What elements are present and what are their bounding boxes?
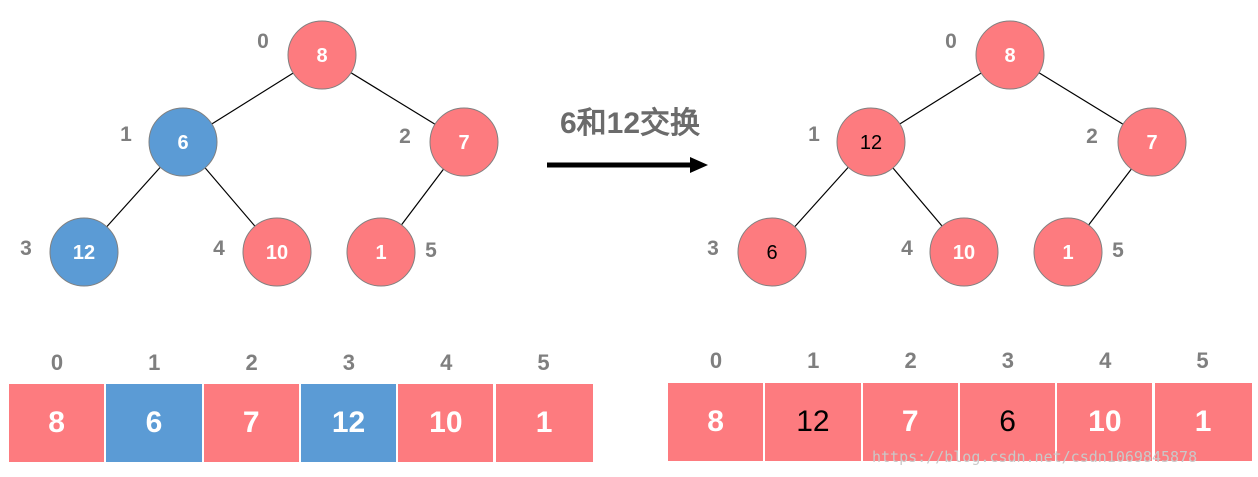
swap-caption: 6和12交换 <box>559 107 701 140</box>
tree-node-index: 0 <box>257 30 269 53</box>
before-array-index: 5 <box>537 350 550 375</box>
before-array-cell: 10 <box>398 384 496 462</box>
before-array-cell: 8 <box>9 384 107 462</box>
tree-node-value: 6 <box>177 132 188 154</box>
tree-node-index: 3 <box>707 237 719 260</box>
tree-node-value: 6 <box>766 242 777 264</box>
after-array-cell: 12 <box>765 383 863 461</box>
tree-node-index: 4 <box>901 237 913 260</box>
tree-node-4 <box>929 217 999 287</box>
tree-node-0 <box>975 20 1045 90</box>
before-array-index: 2 <box>245 350 258 375</box>
tree-node-3 <box>737 217 807 287</box>
after-array-cell: 8 <box>668 383 766 461</box>
tree-node-index: 5 <box>1112 239 1124 262</box>
tree-node-value: 8 <box>316 45 327 67</box>
tree-node-index: 1 <box>120 123 132 146</box>
before-array-index: 0 <box>50 350 64 375</box>
tree-node-value: 12 <box>860 132 882 154</box>
tree-node-index: 3 <box>20 237 32 260</box>
before-array-cell: 7 <box>203 384 301 462</box>
after-array-cell: 1 <box>1154 383 1252 461</box>
before-array-cell: 1 <box>495 384 593 462</box>
tree-node-0 <box>287 20 357 90</box>
tree-node-5 <box>1033 217 1103 287</box>
after-array-cell: 10 <box>1057 383 1155 461</box>
tree-node-4 <box>242 217 312 287</box>
tree-node-2 <box>1117 107 1187 177</box>
before-array-cell: 6 <box>106 384 204 462</box>
after-array-index: 0 <box>709 348 723 373</box>
after-array-index: 1 <box>807 348 820 373</box>
swap-arrow <box>547 157 708 173</box>
tree-node-value: 12 <box>73 242 95 264</box>
before-array-index: 4 <box>440 350 453 375</box>
tree-node-1 <box>148 107 218 177</box>
tree-node-index: 4 <box>213 237 225 260</box>
after-array-index: 3 <box>1001 348 1015 373</box>
after-array-index: 4 <box>1099 348 1112 373</box>
tree-node-value: 7 <box>458 132 469 154</box>
before-array-cell: 12 <box>300 384 399 462</box>
tree-node-3 <box>49 217 119 287</box>
watermark: https://blog.csdn.net/csdn1069845878 <box>872 448 1198 466</box>
after-tree: 8 0 12 1 7 2 6 3 10 4 1 5 <box>707 20 1187 287</box>
tree-node-value: 10 <box>953 242 975 264</box>
before-tree: 8 0 6 1 7 2 12 3 10 4 1 5 <box>20 20 499 287</box>
tree-node-value: 8 <box>1004 45 1015 67</box>
tree-node-5 <box>346 217 416 287</box>
tree-node-value: 10 <box>266 242 288 264</box>
tree-node-value: 1 <box>1062 242 1073 264</box>
after-array-index: 5 <box>1196 348 1209 373</box>
tree-node-index: 5 <box>425 239 437 262</box>
after-array-cell: 7 <box>862 383 960 461</box>
before-array-index: 1 <box>148 350 161 375</box>
tree-node-value: 1 <box>375 242 386 264</box>
after-array-index: 2 <box>904 348 917 373</box>
after-array-cell: 6 <box>959 383 1058 461</box>
tree-node-index: 2 <box>1086 125 1098 148</box>
tree-node-index: 0 <box>945 30 957 53</box>
before-array-index: 3 <box>342 350 356 375</box>
tree-node-1 <box>836 107 906 177</box>
tree-node-value: 7 <box>1146 132 1157 154</box>
tree-node-index: 1 <box>808 123 820 146</box>
tree-node-2 <box>429 107 499 177</box>
tree-node-index: 2 <box>399 125 411 148</box>
